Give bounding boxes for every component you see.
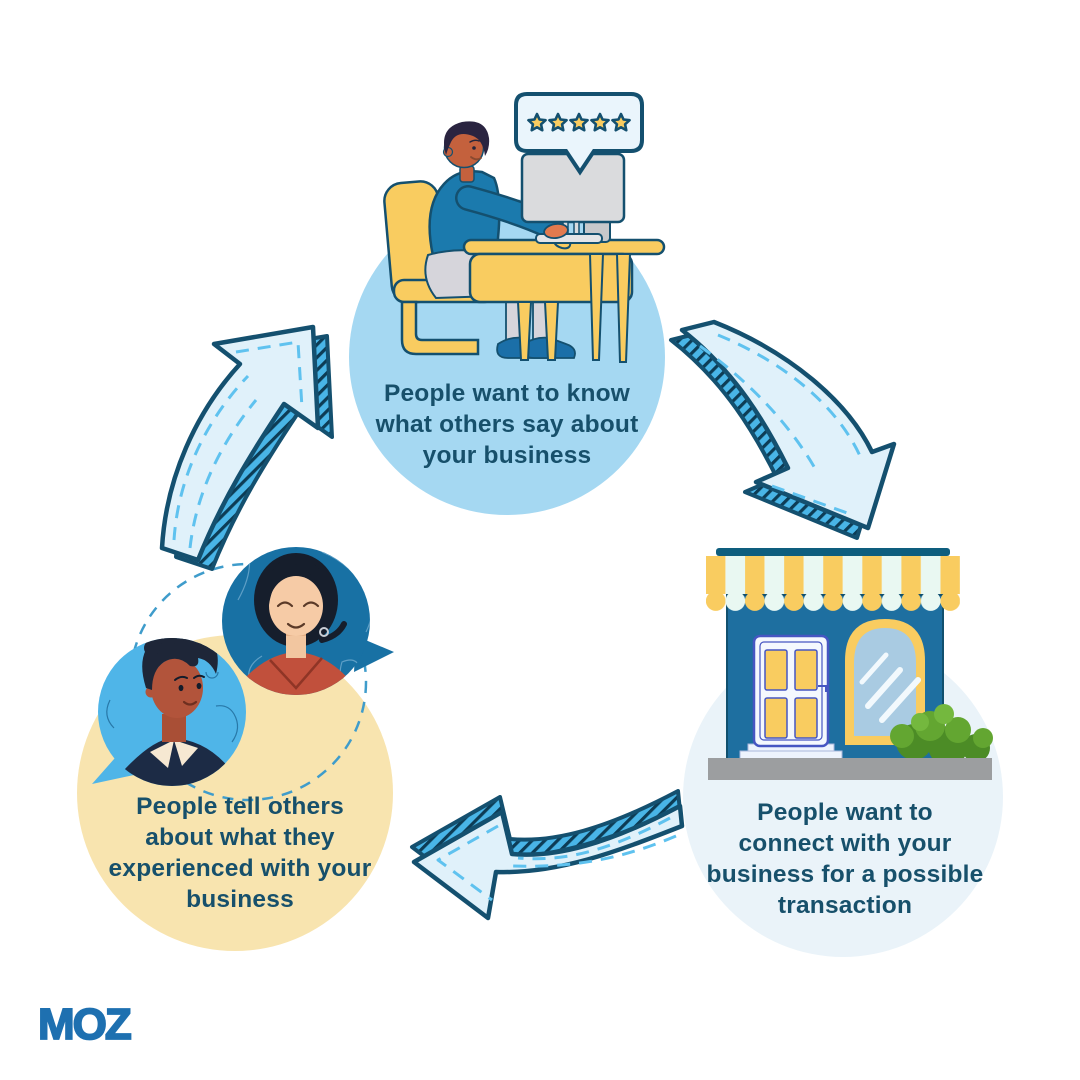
two-people-talking-illustration [92,547,394,802]
door-handle [818,685,827,692]
caption-line: People want to [757,799,933,826]
woman-avatar [228,553,364,695]
caption-line: what others say about [375,411,639,438]
caption-line: People want to know [383,380,631,407]
caption-line: your business [422,442,592,469]
hand [543,222,569,240]
sidewalk [708,758,992,780]
caption-tell: People tell others about what they exper… [68,791,413,915]
caption-line: People tell others [136,793,344,820]
arrow-know-to-connect [669,319,897,540]
arrow-tell-to-know [159,324,334,571]
caption-line: business [186,886,294,913]
caption-know: People want to know what others say abou… [337,378,677,471]
awning [706,548,960,614]
caption-line: about what they [145,824,335,851]
caption-line: experienced with your [108,855,372,882]
desk [462,238,666,363]
speech-bubble-man [92,638,246,786]
person-at-computer-illustration [383,92,666,363]
man-avatar [110,638,238,786]
cycle-arrows [159,319,897,921]
speech-bubble-woman [222,547,394,695]
caption-connect: People want to connect with your busines… [680,797,1010,921]
store-window [845,619,925,745]
arrow-connect-to-tell [410,789,685,921]
caption-line: business for a possible [706,861,984,888]
store-door [739,634,843,762]
moz-logo: MOZ [37,999,133,1050]
earring [319,627,329,637]
caption-line: transaction [777,892,913,919]
storefront-illustration [706,548,993,780]
caption-line: connect with your [738,830,952,857]
review-bubble [514,92,644,176]
bush [890,704,993,766]
